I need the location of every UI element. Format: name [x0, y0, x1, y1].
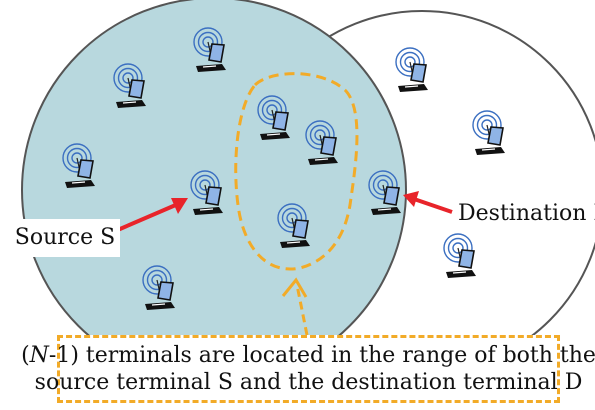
source-label: Source S	[10, 219, 120, 257]
overlap-region-outline	[234, 72, 359, 271]
destination-arrowhead	[403, 191, 419, 207]
source-arrowhead	[171, 198, 188, 214]
destination-label: Destination D	[458, 201, 595, 226]
caption-line-2: source terminal S and the destination te…	[34, 370, 583, 395]
source-arrow	[112, 202, 179, 234]
caption-line-1: (N-1) terminals are located in the range…	[21, 342, 595, 369]
caption-line-1-text: -1) terminals are located in the range o…	[48, 343, 595, 368]
caption-variable-n: N	[29, 343, 49, 368]
caption-box: (N-1) terminals are located in the range…	[21, 335, 595, 403]
destination-arrow	[413, 197, 453, 214]
caption-connector-line	[295, 284, 309, 336]
caption-paren: (	[21, 343, 30, 368]
caption-connector-arrowhead	[281, 277, 308, 298]
